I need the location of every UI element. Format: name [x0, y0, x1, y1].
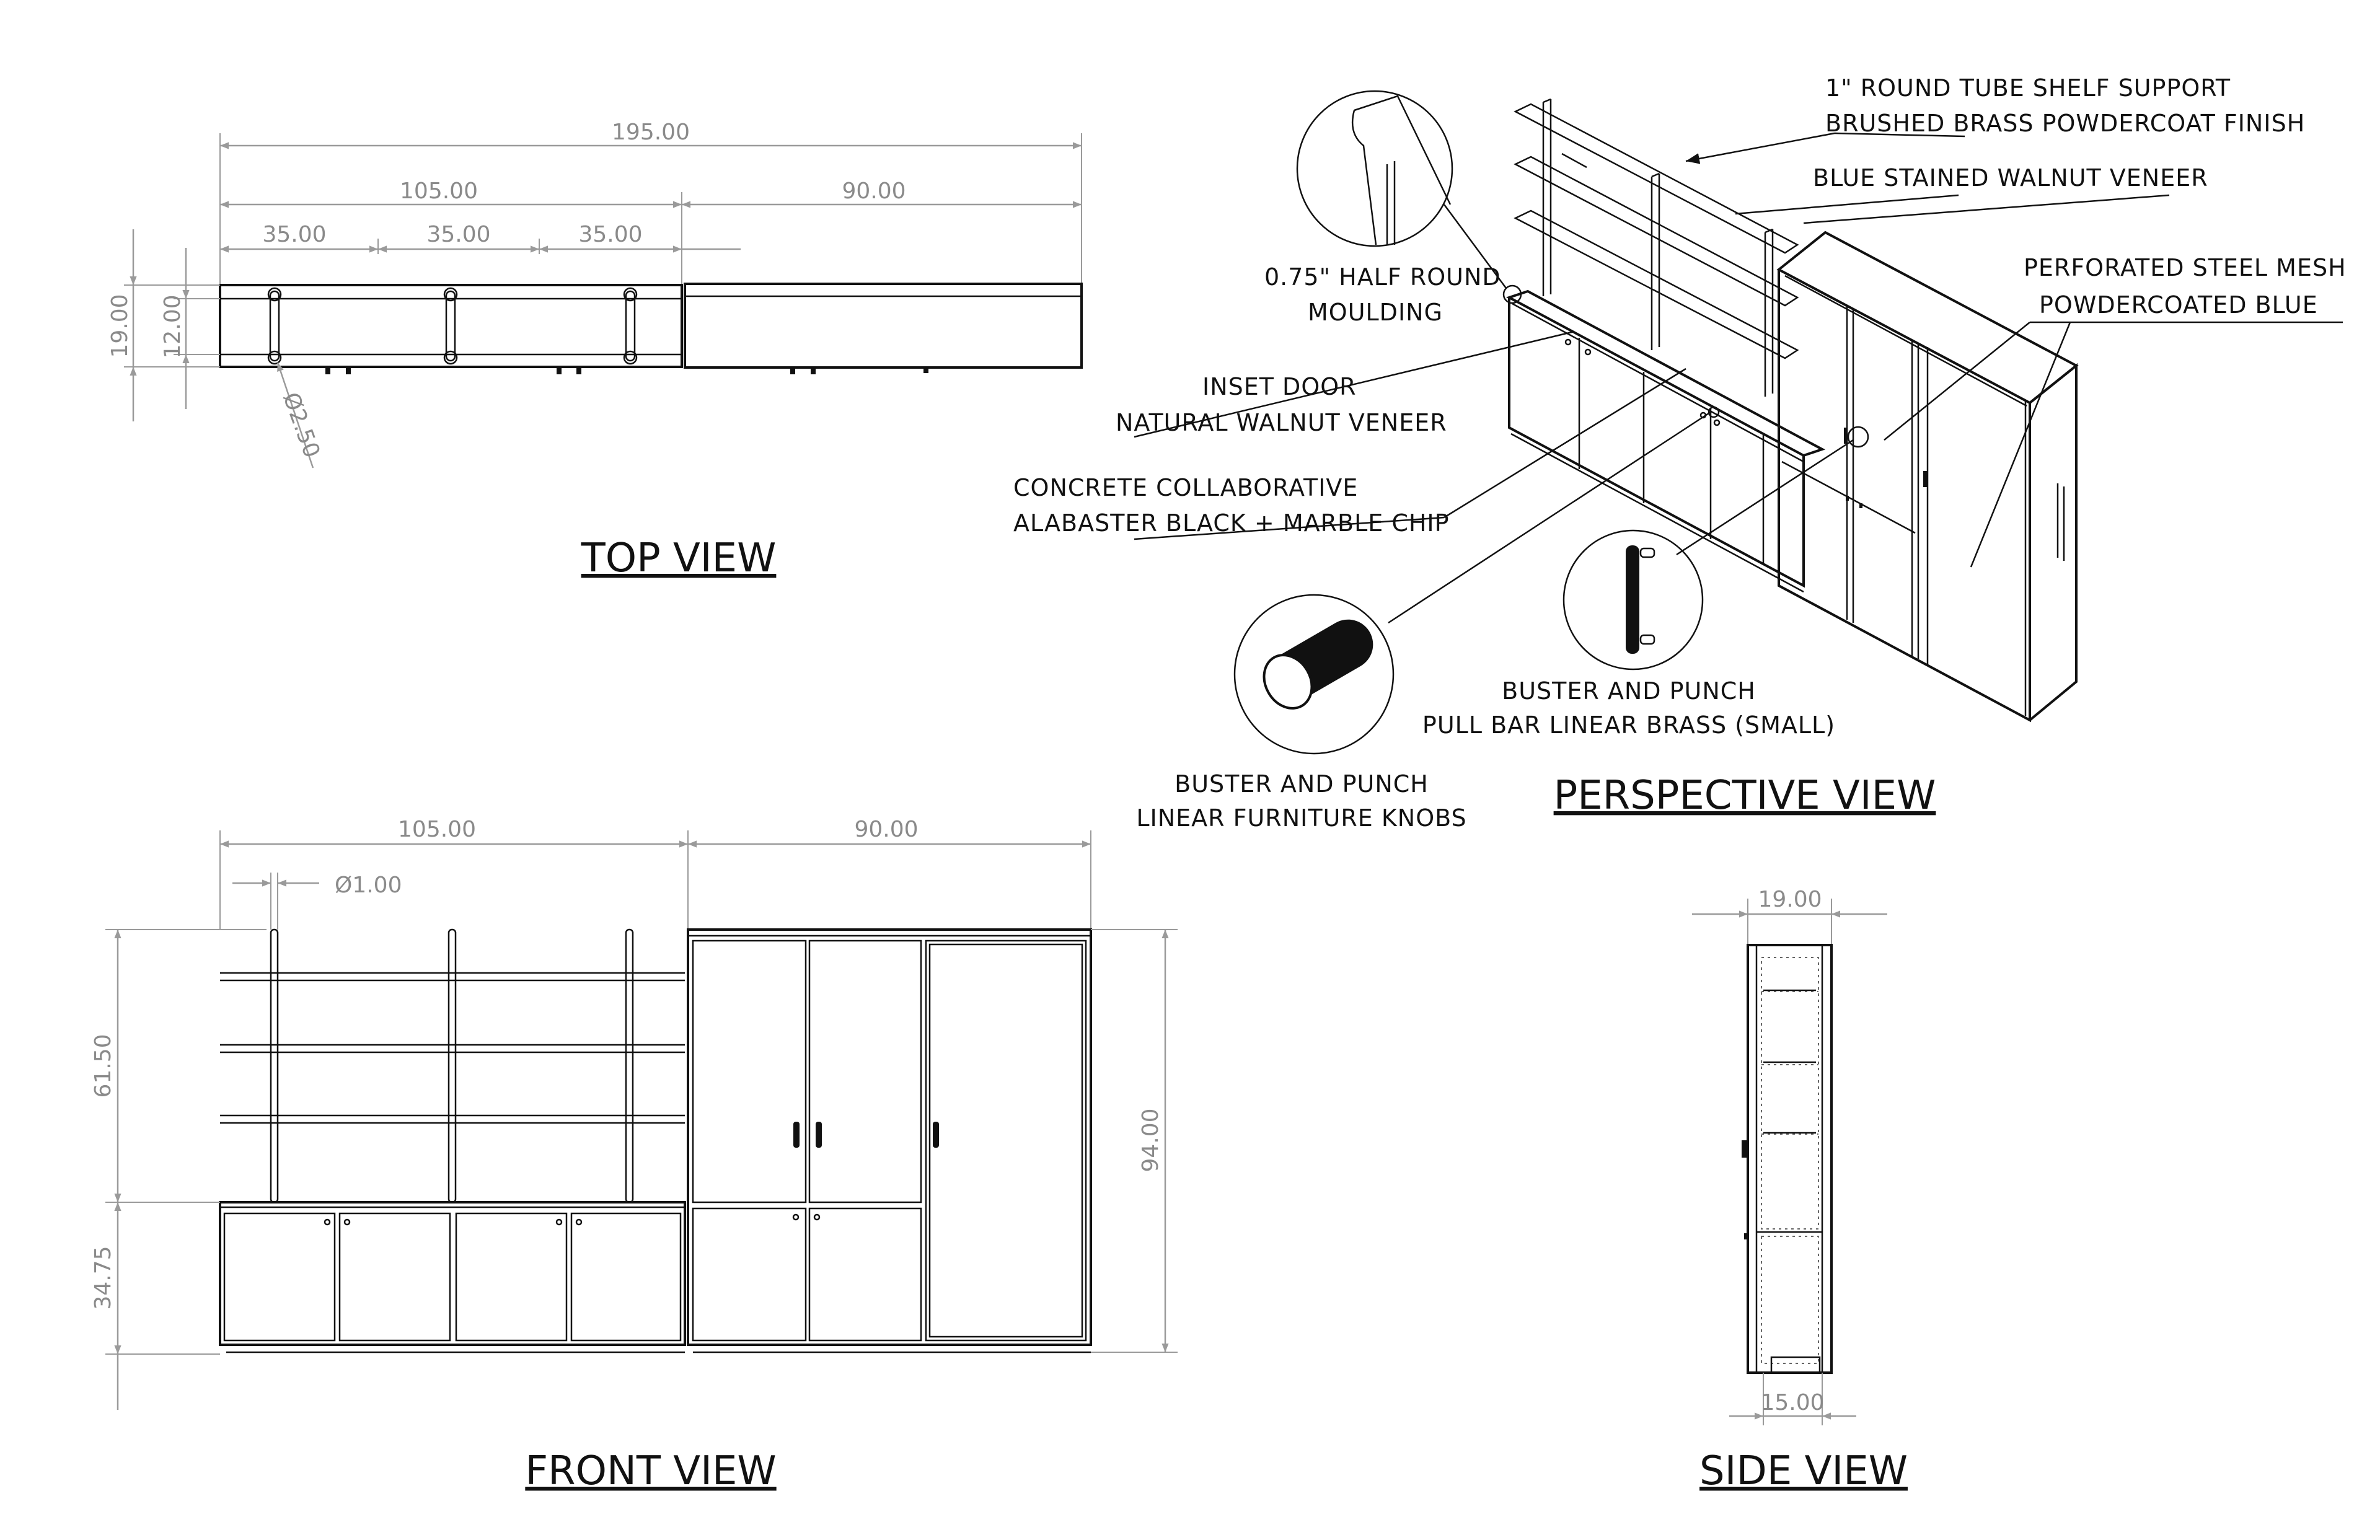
front-view-title: FRONT VIEW: [525, 1448, 776, 1494]
side-view-title: SIDE VIEW: [1699, 1448, 1908, 1494]
detail-pull-bar: [1562, 426, 1869, 671]
dim-tube-diameter: Ø2.50: [278, 389, 325, 461]
dim-bay-3: 35.00: [578, 222, 642, 247]
side-view: 19.00 15.00 SIDE VIEW: [1692, 887, 1908, 1494]
dim-bay-2: 35.00: [426, 222, 490, 247]
dim-depth-total: 19.00: [107, 294, 133, 358]
callout-inset-2: NATURAL WALNUT VENEER: [1116, 409, 1447, 436]
perspective-view: 1" ROUND TUBE SHELF SUPPORT BRUSHED BRAS…: [1013, 74, 2347, 832]
callout-mesh-2: POWDERCOATED BLUE: [2039, 291, 2318, 319]
front-dim-right-section: 90.00: [854, 817, 918, 842]
front-dim-tube: Ø1.00: [335, 873, 402, 898]
top-cabinet-section: [684, 283, 1083, 369]
front-dim-lower-height: 34.75: [90, 1246, 116, 1309]
dim-left-section: 105.00: [400, 178, 478, 204]
callout-concrete-1: CONCRETE COLLABORATIVE: [1013, 474, 1358, 501]
front-dim-upper-height: 61.50: [90, 1034, 116, 1098]
callout-tube-support-1: 1" ROUND TUBE SHELF SUPPORT: [1825, 74, 2231, 102]
top-shelf-section: [219, 284, 683, 368]
front-shelving: [220, 928, 685, 1203]
callout-walnut-blue: BLUE STAINED WALNUT VENEER: [1813, 164, 2208, 191]
callout-mesh-1: PERFORATED STEEL MESH: [2024, 254, 2347, 281]
dim-right-section: 90.00: [842, 178, 906, 204]
detail-moulding: [1296, 90, 1522, 304]
callout-pull-1: BUSTER AND PUNCH: [1502, 677, 1756, 705]
callout-knob-2: LINEAR FURNITURE KNOBS: [1136, 804, 1466, 832]
side-cabinet: [1747, 944, 1833, 1374]
side-dim-top-depth: 19.00: [1758, 887, 1822, 912]
callout-moulding-1: 0.75" HALF ROUND: [1264, 263, 1501, 291]
dim-bay-1: 35.00: [262, 222, 326, 247]
callout-tube-support-2: BRUSHED BRASS POWDERCOAT FINISH: [1825, 110, 2305, 137]
callout-concrete-2: ALABASTER BLACK + MARBLE CHIP: [1013, 509, 1450, 537]
top-view-title: TOP VIEW: [581, 535, 777, 581]
front-dim-left-section: 105.00: [398, 817, 476, 842]
callout-knob-1: BUSTER AND PUNCH: [1175, 770, 1429, 798]
callout-pull-2: PULL BAR LINEAR BRASS (SMALL): [1422, 711, 1835, 739]
top-view: 195.00 105.00 90.00 35.00 35.00 35.00: [107, 120, 1083, 581]
callout-moulding-2: MOULDING: [1308, 299, 1443, 326]
callout-inset-1: INSET DOOR: [1202, 373, 1357, 400]
dim-depth-shelf: 12.00: [160, 294, 185, 358]
perspective-view-title: PERSPECTIVE VIEW: [1554, 773, 1936, 819]
tube-supports-top: [267, 287, 638, 365]
knob-marks-top: [325, 368, 928, 374]
dim-overall-width: 195.00: [612, 120, 690, 145]
side-dim-base-depth: 15.00: [1760, 1390, 1824, 1415]
perspective-shelving: [1514, 98, 1799, 397]
front-tall-cabinet: [687, 928, 1092, 1353]
perspective-tall-cabinet: [1776, 231, 2079, 723]
front-base-cabinet: [219, 1201, 686, 1353]
detail-knob: [1233, 406, 1720, 755]
front-view: 105.00 90.00 Ø1.00: [90, 817, 1178, 1494]
front-dim-overall-height: 94.00: [1138, 1108, 1163, 1172]
perspective-base-cabinet: [1505, 289, 1826, 593]
